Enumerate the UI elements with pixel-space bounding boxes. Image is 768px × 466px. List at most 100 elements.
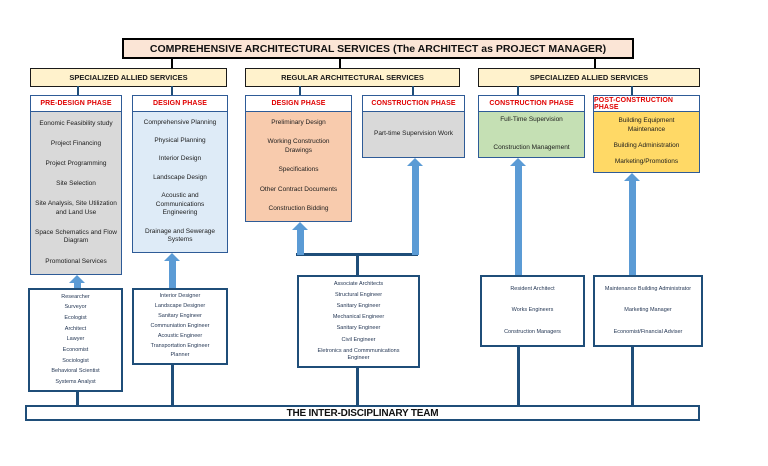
phase-item: Full-Time Supervision bbox=[500, 116, 563, 123]
phase-item: Landscape Design bbox=[153, 173, 207, 181]
team-member: Landscape Designer bbox=[154, 303, 206, 310]
phase-item-list: Preliminary Design Working Construction … bbox=[246, 112, 351, 221]
arrowhead-icon bbox=[69, 275, 85, 283]
phase-item: Space Schematics and Flow Diagram bbox=[34, 228, 117, 245]
team-member: Structural Engineer bbox=[334, 292, 383, 299]
connector-group-phase-5 bbox=[517, 86, 519, 95]
phase-item: Promotional Services bbox=[45, 257, 107, 265]
team-member: Sociologist bbox=[62, 357, 89, 364]
phase-box-construction-regular: CONSTRUCTION PHASE Part-time Supervision… bbox=[362, 95, 465, 158]
phase-item: Specifications bbox=[278, 166, 319, 174]
team-member: Sanitary Engineer bbox=[336, 303, 381, 310]
team-box-pre-design: Researcher Surveyor Ecologist Architect … bbox=[28, 288, 123, 392]
phase-item: Preliminary Design bbox=[271, 119, 326, 127]
phase-item: Drainage and Sewerage Systems bbox=[144, 227, 216, 244]
arrowhead-icon bbox=[624, 173, 640, 181]
arrowhead-icon bbox=[292, 222, 308, 230]
team-member: Associate Architects bbox=[333, 280, 384, 287]
phase-box-construction-allied: CONSTRUCTION PHASE Full-Time Supervision… bbox=[478, 95, 585, 158]
phase-item: Part-time Supervision Work bbox=[374, 130, 453, 138]
up-arrow-post-construction bbox=[624, 173, 640, 276]
group-specialized-allied-left: SPECIALIZED ALLIED SERVICES bbox=[30, 68, 227, 87]
connector-branch-vertical bbox=[356, 253, 359, 276]
team-member: Lawyer bbox=[66, 336, 85, 343]
phase-title: DESIGN PHASE bbox=[246, 96, 351, 112]
arrow-shaft bbox=[168, 260, 176, 289]
group-specialized-allied-right: SPECIALIZED ALLIED SERVICES bbox=[478, 68, 700, 87]
arrowhead-icon bbox=[407, 158, 423, 166]
team-member: Ecologist bbox=[64, 315, 87, 322]
connector-group-phase-1 bbox=[77, 86, 79, 95]
phase-item: Interior Design bbox=[158, 155, 202, 163]
phase-box-post-construction: POST-CONSTRUCTION PHASE Building Equipme… bbox=[593, 95, 700, 173]
arrowhead-icon bbox=[510, 158, 526, 166]
team-member: Interior Designer bbox=[159, 293, 201, 300]
team-member: Acoustic Engineer bbox=[157, 332, 203, 339]
team-member: Surveyor bbox=[64, 304, 87, 311]
team-member: Communiation Engineer bbox=[150, 322, 210, 329]
phase-item: Eonomic Feasibility study bbox=[39, 119, 113, 127]
phase-item: Site Analysis, Site Utilization and Land… bbox=[35, 199, 117, 216]
team-member: Sanitary Engineer bbox=[158, 313, 202, 320]
phase-item: Other Contract Documents bbox=[259, 185, 338, 193]
arrow-shaft bbox=[411, 165, 419, 255]
connector-group-phase-4 bbox=[412, 86, 414, 95]
arrowhead-icon bbox=[164, 253, 180, 261]
team-member: Economist/Financial Adviser bbox=[613, 328, 683, 335]
phase-box-design-allied: DESIGN PHASE Comprehensive Planning Phys… bbox=[132, 95, 228, 253]
arrow-shaft bbox=[73, 282, 81, 289]
phase-item: Comprehensive Planning bbox=[143, 118, 217, 126]
phase-item: Construction Bidding bbox=[268, 204, 329, 212]
team-member: Architect bbox=[64, 325, 87, 332]
up-arrow-design-regular bbox=[292, 222, 308, 255]
connector-team-footer-5 bbox=[631, 347, 634, 405]
connector-title-group-right bbox=[594, 58, 596, 68]
team-member: Maintenance Building Administrator bbox=[604, 286, 692, 293]
team-member: Economist bbox=[62, 347, 89, 354]
phase-item: Working Construction Drawings bbox=[267, 138, 330, 155]
team-box-construction-allied: Resident Architect Works Engineers Const… bbox=[480, 275, 585, 347]
connector-group-phase-3 bbox=[299, 86, 301, 95]
team-member: Construction Managers bbox=[504, 328, 561, 335]
arrow-shaft bbox=[628, 180, 636, 276]
connector-title-group-left bbox=[171, 58, 173, 68]
team-box-post-construction: Maintenance Building Administrator Marke… bbox=[593, 275, 703, 347]
group-regular-architectural: REGULAR ARCHITECTURAL SERVICES bbox=[245, 68, 460, 87]
phase-item: Acoustic and Communications Engineering bbox=[155, 191, 205, 217]
arrow-shaft bbox=[514, 165, 522, 276]
phase-title: POST-CONSTRUCTION PHASE bbox=[594, 96, 699, 112]
team-member: Civil Engineer bbox=[341, 336, 376, 343]
phase-box-design-regular: DESIGN PHASE Preliminary Design Working … bbox=[245, 95, 352, 222]
interdisciplinary-team-bar: THE INTER-DISCIPLINARY TEAM bbox=[25, 405, 700, 421]
up-arrow-pre-design bbox=[69, 275, 85, 289]
team-member: Marketing Manager bbox=[624, 307, 672, 314]
phase-item-list: Part-time Supervision Work bbox=[363, 112, 464, 157]
team-member: Eletronics and Commmunications Engineer bbox=[317, 347, 400, 361]
connector-team-footer-2 bbox=[171, 365, 174, 405]
phase-item-list: Comprehensive Planning Physical Planning… bbox=[133, 112, 227, 252]
connector-group-phase-6 bbox=[631, 86, 633, 95]
team-member: Behavioral Scientist bbox=[51, 368, 100, 375]
phase-item-list: Building Equipment Maintenance Building … bbox=[594, 112, 699, 172]
team-box-design-allied: Interior Designer Landscape Designer San… bbox=[132, 288, 228, 365]
team-box-regular-services: Associate Architects Structural Engineer… bbox=[297, 275, 420, 368]
connector-title-group-center bbox=[339, 58, 341, 68]
team-member: Mechanical Engineer bbox=[332, 314, 385, 321]
team-member: Resident Architect bbox=[510, 286, 555, 293]
phase-item: Building Administration bbox=[613, 141, 680, 149]
connector-team-footer-1 bbox=[76, 392, 79, 405]
phase-title: CONSTRUCTION PHASE bbox=[363, 96, 464, 112]
phase-title: PRE-DESIGN PHASE bbox=[31, 96, 121, 112]
team-member: Systems Analyst bbox=[55, 379, 96, 385]
arrow-shaft bbox=[296, 229, 304, 255]
connector-group-phase-2 bbox=[171, 86, 173, 95]
team-member: Researcher bbox=[61, 293, 90, 300]
phase-item: Physical Planning bbox=[154, 137, 206, 145]
phase-box-pre-design: PRE-DESIGN PHASE Eonomic Feasibility stu… bbox=[30, 95, 122, 275]
chart-title: COMPREHENSIVE ARCHITECTURAL SERVICES (Th… bbox=[122, 38, 634, 59]
phase-item: Building Equipment Maintenance bbox=[618, 117, 675, 134]
phase-item-list: Full-Time Supervision Construction Manag… bbox=[479, 112, 584, 157]
phase-item: Project Programming bbox=[45, 159, 107, 167]
phase-item: Site Selection bbox=[56, 179, 96, 187]
